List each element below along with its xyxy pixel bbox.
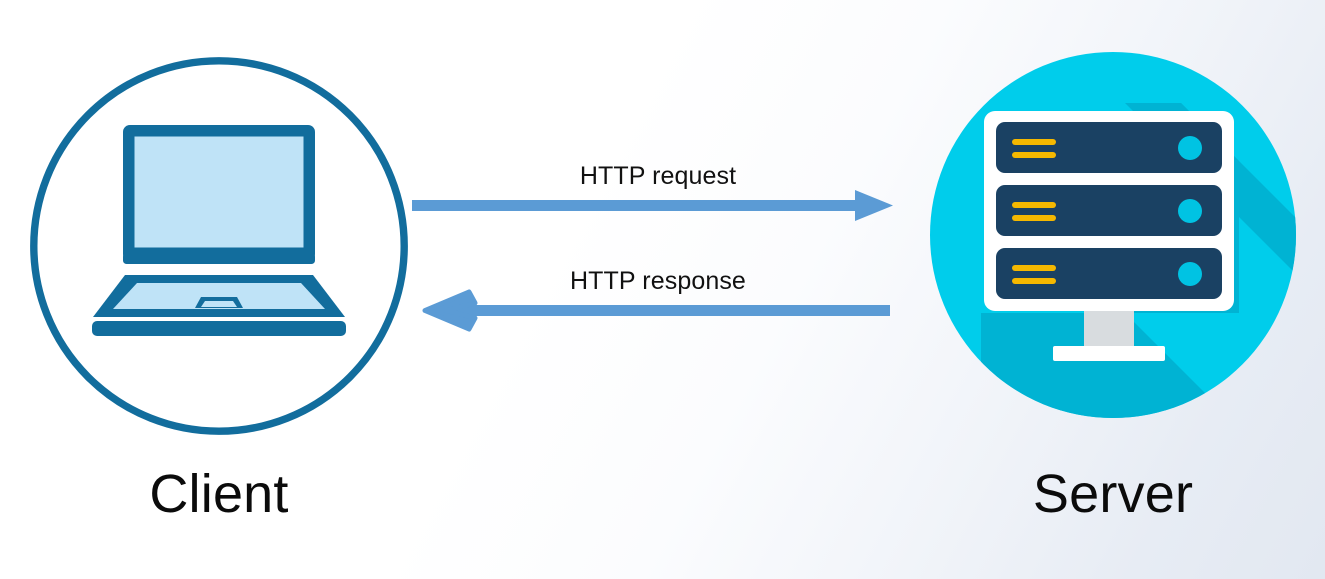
server-label: Server (1032, 464, 1194, 524)
http-request-label: HTTP request (579, 162, 737, 190)
server-node[interactable] (929, 51, 1297, 419)
server-rack-icon (984, 111, 1234, 361)
http-request-arrow (412, 190, 893, 221)
http-response-label: HTTP response (570, 267, 746, 295)
laptop-icon (92, 125, 346, 336)
client-node[interactable] (30, 57, 408, 435)
client-label: Client (149, 464, 289, 524)
http-response-arrow (422, 289, 890, 332)
